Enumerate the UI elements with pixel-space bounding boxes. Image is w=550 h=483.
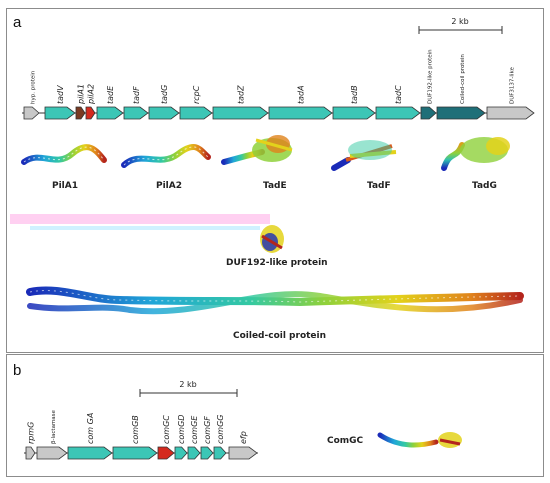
b-gene-label-8: comGG	[216, 415, 225, 444]
a-gene-label-12: DUF192-like protein	[428, 49, 434, 104]
a-gene-1	[44, 106, 76, 120]
tade-structure	[221, 135, 293, 165]
b-gene-0	[25, 446, 36, 460]
scale-bar-a-label: 2 kb	[451, 17, 468, 26]
b-gene-label-6: comGE	[190, 415, 199, 444]
comgc-label: ComGC	[327, 436, 364, 446]
a-gene-0	[23, 106, 40, 120]
b-gene-label-5: comGD	[177, 415, 186, 444]
pila2-label: PilA2	[156, 181, 182, 191]
duf192-structure	[260, 225, 284, 253]
panel-b-letter: b	[13, 362, 22, 379]
tadf-label: TadF	[367, 181, 391, 191]
b-gene-3	[112, 446, 158, 460]
a-gene-14	[486, 106, 535, 120]
b-gene-5	[174, 446, 188, 460]
duf192-label: DUF192-like protein	[226, 258, 328, 268]
b-gene-label-0: rpmG	[27, 422, 36, 444]
a-gene-label-0: hyp. protein	[31, 70, 37, 104]
b-gene-label-9: efp	[239, 431, 248, 444]
a-gene-label-13: Coiled-coil protein	[460, 54, 466, 104]
a-gene-8	[212, 106, 269, 120]
a-gene-4	[96, 106, 124, 120]
tadg-label: TadG	[472, 181, 497, 191]
scale-bar-a: 2 kb	[418, 17, 503, 34]
a-gene-12	[420, 106, 437, 120]
b-gene-6	[187, 446, 201, 460]
a-gene-3	[85, 106, 96, 120]
a-gene-10	[332, 106, 376, 120]
a-gene-label-4: tadE	[106, 85, 115, 104]
b-gene-1	[36, 446, 68, 460]
comgc-structure	[377, 432, 462, 448]
tadg-structure	[441, 137, 510, 171]
pila1-label: PilA1	[52, 181, 78, 191]
a-gene-label-1: tadV	[56, 85, 65, 104]
tadf-structure	[331, 140, 397, 171]
b-gene-7	[200, 446, 214, 460]
a-gene-label-6: tadG	[160, 85, 169, 104]
b-gene-2	[67, 446, 113, 460]
a-gene-label-9: tadA	[297, 85, 306, 104]
pila2-structure	[121, 143, 211, 168]
coiled-coil-structure	[26, 286, 524, 315]
a-gene-label-14: DUF3137-like	[510, 67, 516, 104]
a-gene-6	[148, 106, 180, 120]
a-gene-13	[436, 106, 486, 120]
b-gene-label-3: comGB	[131, 415, 140, 444]
a-gene-label-10: tadB	[350, 85, 359, 104]
a-gene-9	[268, 106, 333, 120]
b-gene-9	[228, 446, 258, 460]
b-gene-label-4: comGC	[162, 415, 171, 444]
a-gene-label-7: rcpC	[192, 85, 201, 104]
b-gene-label-1: β-lactamase	[51, 409, 57, 444]
pila1-structure	[21, 144, 107, 165]
a-gene-5	[123, 106, 149, 120]
panel-a-letter: a	[13, 14, 22, 31]
scale-bar-b-label: 2 kb	[179, 380, 196, 389]
b-gene-4	[157, 446, 175, 460]
coiled-coil-label: Coiled-coil protein	[233, 331, 327, 341]
a-gene-label-2: pilA1	[77, 84, 86, 105]
a-gene-2	[75, 106, 86, 120]
scale-bar-b: 2 kb	[139, 380, 238, 397]
b-gene-8	[213, 446, 227, 460]
b-gene-label-2: com GA	[86, 413, 95, 444]
artifact-smudge	[10, 214, 270, 230]
a-gene-label-8: tadZ	[237, 85, 246, 104]
a-gene-label-3: pilA2	[87, 84, 96, 105]
a-gene-label-5: tadF	[132, 86, 141, 104]
b-gene-label-7: comGF	[203, 416, 212, 444]
tade-label: TadE	[263, 181, 287, 191]
a-gene-7	[179, 106, 213, 120]
a-gene-label-11: tadC	[394, 85, 403, 104]
a-gene-11	[375, 106, 421, 120]
